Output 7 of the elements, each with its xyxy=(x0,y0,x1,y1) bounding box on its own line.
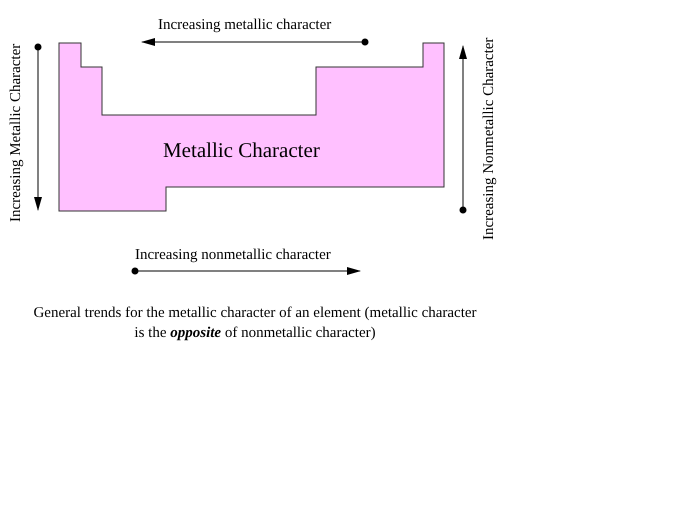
region-label: Metallic Character xyxy=(163,138,320,162)
axis-label: Increasing Nonmetallic Character xyxy=(480,38,498,240)
periodic-table-outline xyxy=(58,42,446,213)
axis-label: Increasing Metallic Character xyxy=(7,44,25,222)
trend-label: Increasing nonmetallic character xyxy=(135,246,331,264)
trend-label: Increasing metallic character xyxy=(158,16,332,34)
caption: General trends for the metallic character of an element (metallic character is the opposite of nonmetallic character) xyxy=(32,304,478,343)
